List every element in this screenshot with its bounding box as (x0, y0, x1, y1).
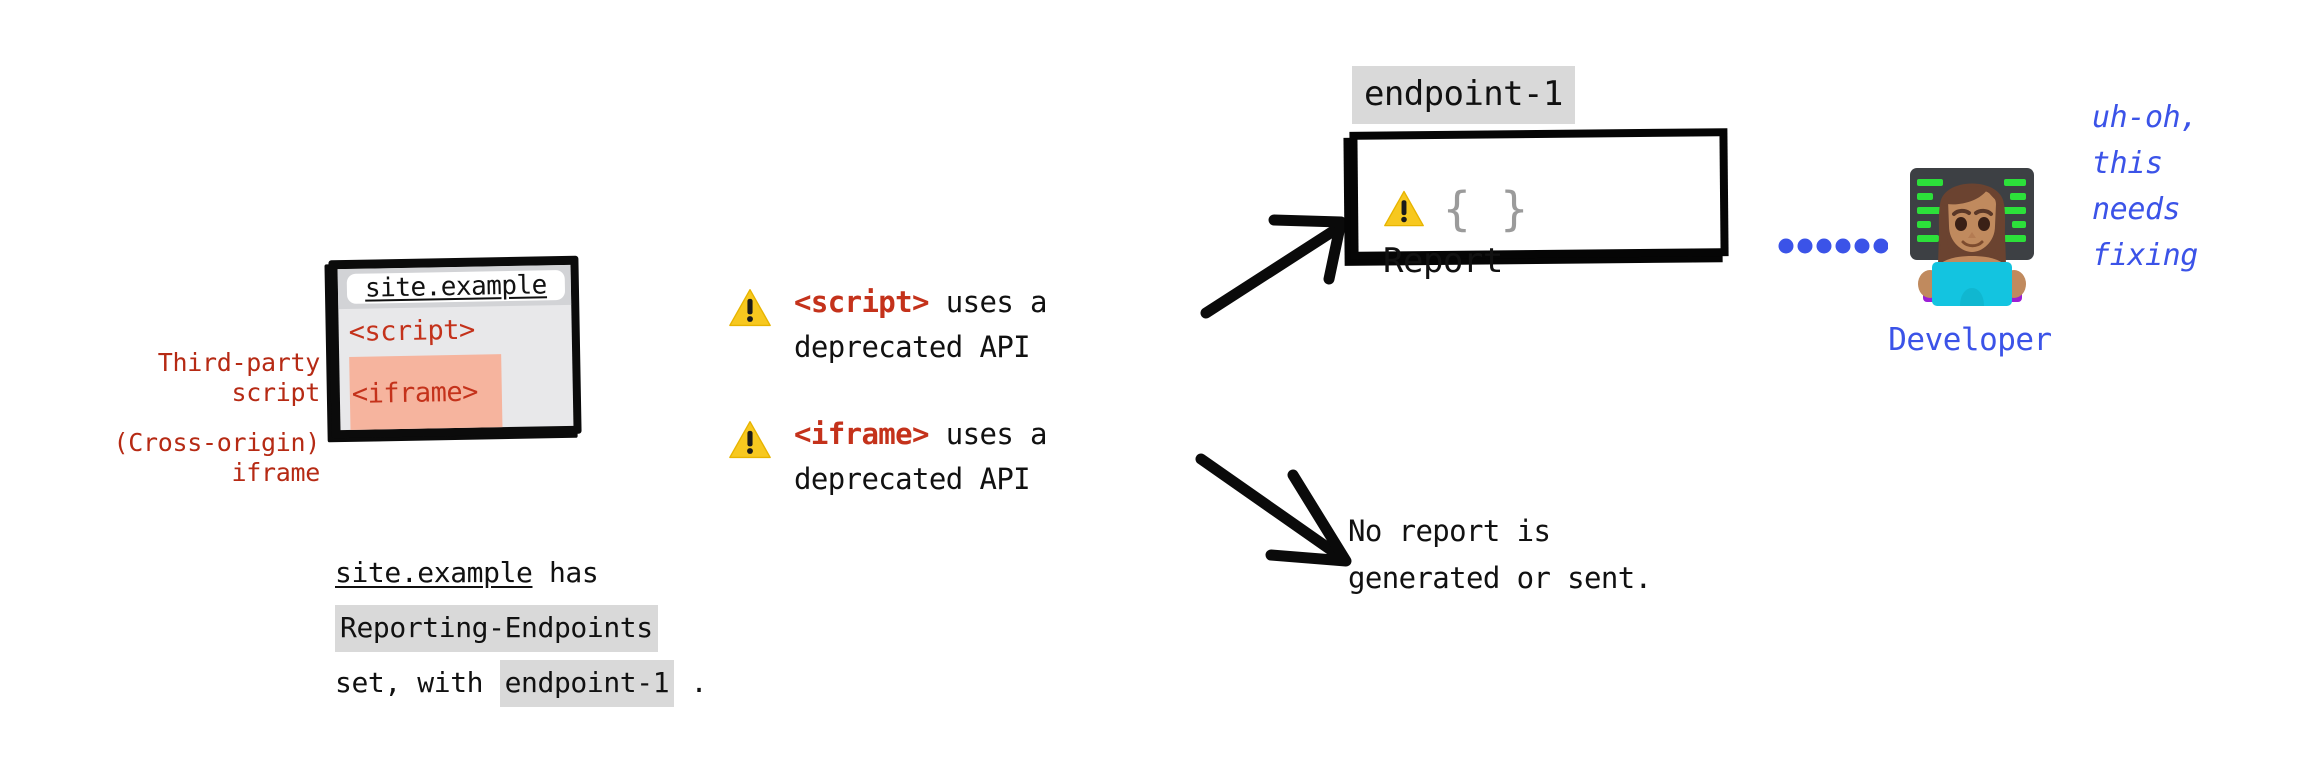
report-icon-row: { } (1383, 185, 1633, 233)
warning-iframe-tag: <iframe> (794, 417, 929, 451)
report-box-contents: { } Report (1383, 185, 1633, 281)
caption-line-1: site.example has (335, 545, 955, 600)
arrow-to-report-box (1200, 214, 1347, 319)
caption-endpoint-code: endpoint-1 (499, 660, 675, 707)
warning-iframe-line2: deprecated API (794, 462, 1031, 496)
woman-technologist-icon (1910, 168, 2034, 306)
caption-block: site.example has Reporting-Endpoints set… (335, 545, 955, 710)
developer-speech-text: uh-oh, this needs fixing (2092, 100, 2198, 273)
caption-set-with-text: set, with (335, 666, 500, 699)
url-text: site.example (364, 270, 548, 304)
label-third-party-script: Third-party script (157, 348, 321, 407)
caption-period: . (674, 666, 708, 699)
caption-header-code: Reporting-Endpoints (335, 605, 658, 652)
browser-chrome-bar: site.example (337, 264, 572, 310)
warning-row-iframe: <iframe> uses a deprecated API (728, 412, 1048, 502)
arrow-to-no-report (1195, 453, 1352, 567)
iframe-highlight-block: <iframe> (349, 354, 503, 431)
iframe-tag-code: <iframe> (351, 376, 479, 410)
warning-text-iframe: <iframe> uses a deprecated API (794, 412, 1048, 502)
dotted-connector-icon (1778, 238, 1888, 254)
browser-page-body: <script> <iframe> (338, 305, 573, 431)
warning-triangle-icon (729, 288, 771, 327)
warning-row-script: <script> uses a deprecated API (728, 280, 1048, 370)
warning-text-script: <script> uses a deprecated API (794, 280, 1048, 370)
warning-script-tag: <script> (794, 285, 929, 319)
browser-window: site.example <script> <iframe> (324, 255, 582, 443)
endpoint-label-chip: endpoint-1 (1352, 66, 1575, 124)
report-label: Report (1383, 241, 1503, 281)
no-report-message: No report is generated or sent. (1348, 508, 1848, 602)
no-report-line-1: No report is (1348, 514, 1551, 548)
caption-line-3: set, with endpoint-1 . (335, 655, 955, 710)
browser-window-frame: site.example <script> <iframe> (328, 255, 582, 439)
url-bar[interactable]: site.example (346, 269, 566, 304)
warning-triangle-icon (729, 420, 771, 459)
warning-iframe-rest: uses a (928, 417, 1048, 451)
developer-label: Developer (1888, 322, 2052, 358)
caption-line-2: Reporting-Endpoints (335, 600, 955, 655)
caption-site-name: site.example (335, 556, 533, 589)
warning-triangle-icon (1384, 190, 1424, 227)
script-tag-code: <script> (348, 314, 476, 348)
warning-script-rest: uses a (928, 285, 1048, 319)
warning-script-line2: deprecated API (794, 330, 1031, 364)
browser-viewport: site.example <script> <iframe> (337, 264, 574, 431)
no-report-line-2: generated or sent. (1348, 561, 1652, 595)
json-braces-icon: { } (1443, 182, 1530, 236)
label-cross-origin-iframe: (Cross-origin) iframe (113, 428, 320, 487)
caption-has-text: has (532, 556, 599, 589)
